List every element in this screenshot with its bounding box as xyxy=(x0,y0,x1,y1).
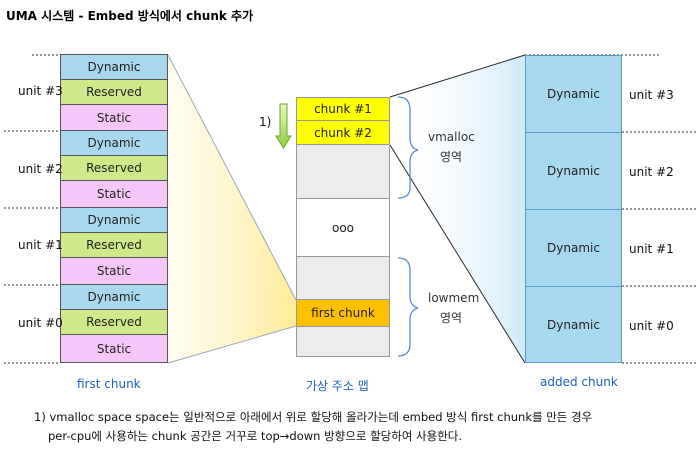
arrow-note-label: 1) xyxy=(259,115,272,129)
middle-caption: 가상 주소 맵 xyxy=(306,379,369,393)
footnote-line-2: per-cpu에 사용하는 chunk 공간은 거꾸로 top→down 방향으… xyxy=(48,429,463,443)
vmalloc-brace-icon xyxy=(397,96,419,199)
lowmem-label: lowmem xyxy=(428,291,480,305)
lowmem-brace-icon xyxy=(397,257,419,357)
lowmem-lower-block xyxy=(296,326,390,357)
left-unit1-label: unit #1 xyxy=(18,238,63,252)
unit0-dynamic-block: Dynamic xyxy=(60,284,168,310)
chunk2-block: chunk #2 xyxy=(296,120,390,145)
unit0-static-block: Static xyxy=(60,334,168,363)
unit1-static-block: Static xyxy=(60,257,168,285)
unit3-reserved-block: Reserved xyxy=(60,79,168,105)
first-chunk-block: first chunk xyxy=(296,299,390,327)
lowmem-upper-block xyxy=(296,256,390,300)
lowmem-area-label: 영역 xyxy=(440,311,463,325)
left-fan-top-edge xyxy=(167,54,297,301)
right-unit0-label: unit #0 xyxy=(629,319,674,333)
left-unit3-label: unit #3 xyxy=(18,84,63,98)
added-unit3-dynamic-block: Dynamic xyxy=(525,55,622,133)
unit0-reserved-block: Reserved xyxy=(60,309,168,335)
right-fan-bottom-edge xyxy=(389,144,526,364)
left-fan xyxy=(168,55,296,363)
vmalloc-label: vmalloc xyxy=(428,130,475,144)
vmalloc-area-label: 영역 xyxy=(440,150,463,164)
unit3-static-block: Static xyxy=(60,104,168,131)
right-unit2-label: unit #2 xyxy=(629,165,674,179)
unit2-static-block: Static xyxy=(60,180,168,208)
added-unit0-dynamic-block: Dynamic xyxy=(525,286,622,363)
unit1-reserved-block: Reserved xyxy=(60,232,168,258)
unit2-dynamic-block: Dynamic xyxy=(60,130,168,156)
unit1-dynamic-block: Dynamic xyxy=(60,207,168,233)
down-arrow-icon xyxy=(275,103,292,149)
unit3-dynamic-block: Dynamic xyxy=(60,54,168,80)
vmalloc-free-block xyxy=(296,144,390,199)
left-caption: first chunk xyxy=(77,377,141,391)
left-fan-bottom-edge xyxy=(167,325,297,364)
left-unit0-label: unit #0 xyxy=(18,316,63,330)
address-gap-block: ooo xyxy=(296,198,390,257)
added-unit2-dynamic-block: Dynamic xyxy=(525,132,622,210)
right-unit1-label: unit #1 xyxy=(629,242,674,256)
right-unit3-label: unit #3 xyxy=(629,88,674,102)
chunk1-block: chunk #1 xyxy=(296,97,390,121)
left-unit2-label: unit #2 xyxy=(18,162,63,176)
added-unit1-dynamic-block: Dynamic xyxy=(525,209,622,287)
right-fan-top-edge xyxy=(389,54,526,98)
footnote-line-1: 1) vmalloc space space는 일반적으로 아래에서 위로 할당… xyxy=(34,410,593,424)
right-fan xyxy=(390,55,525,363)
right-caption: added chunk xyxy=(540,375,618,389)
diagram-title: UMA 시스템 - Embed 방식에서 chunk 추가 xyxy=(6,9,254,23)
unit2-reserved-block: Reserved xyxy=(60,155,168,181)
